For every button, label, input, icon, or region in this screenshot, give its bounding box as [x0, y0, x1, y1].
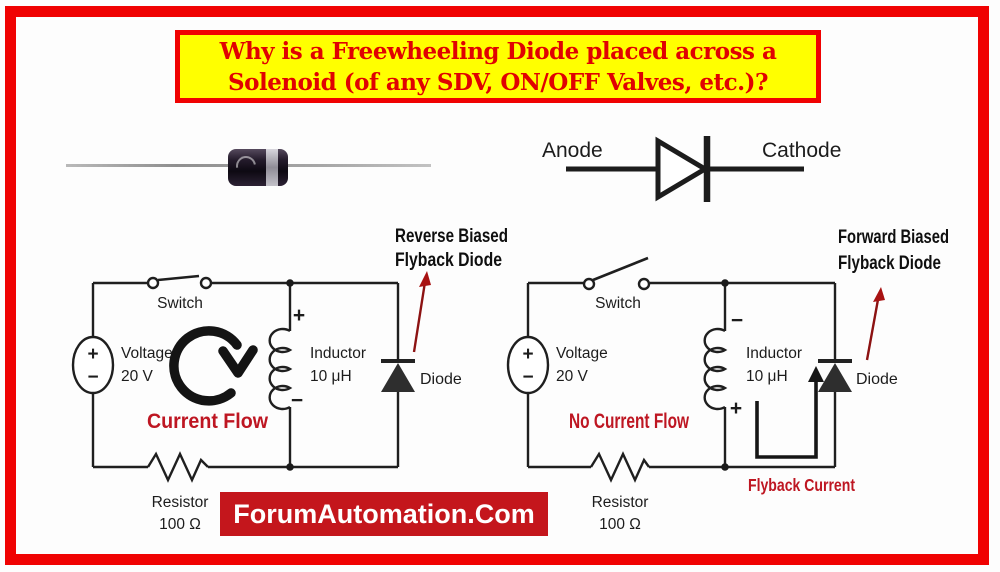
right-caption-line-2: Flyback Diode [838, 253, 941, 274]
left-inductor-name-label: Inductor [310, 345, 366, 362]
left-resistor-icon [146, 451, 209, 483]
diode-symbol: Anode Cathode [542, 136, 841, 202]
left-switch-contact-left [146, 276, 160, 290]
left-red-arrowhead-icon [419, 271, 431, 287]
right-inductor-value-label: 10 μH [746, 368, 788, 385]
left-circuit: + − Switch Voltage 20 V + − Inductor 10 … [71, 226, 508, 533]
right-switch-contact-right [637, 277, 651, 291]
left-inductor-top-sign: + [293, 304, 305, 327]
left-switch-label: Switch [157, 295, 203, 312]
right-inductor-name-label: Inductor [746, 345, 802, 362]
left-inductor-coil-icon [268, 327, 293, 411]
left-caption-line-1: Reverse Biased [395, 226, 508, 247]
left-flow-label: Current Flow [147, 410, 269, 433]
right-caption-line-1: Forward Biased [838, 227, 949, 248]
left-caption-line-2: Flyback Diode [395, 250, 502, 271]
right-voltage-source-icon [506, 335, 550, 395]
left-switch-contact-right [199, 276, 213, 290]
right-inductor-bottom-sign: + [730, 397, 742, 420]
left-red-arrow-line [412, 281, 427, 353]
left-voltage-source-icon [71, 335, 115, 395]
left-voltage-value-label: 20 V [121, 368, 154, 385]
left-circuit-wires [91, 281, 400, 469]
left-switch-arm-closed [157, 274, 200, 282]
right-flow-label: No Current Flow [569, 410, 689, 433]
left-source-minus-sign: − [87, 367, 98, 388]
left-junction-dot-top [286, 279, 294, 287]
right-resistor-name-label: Resistor [592, 494, 649, 511]
diode-triangle-icon [655, 136, 710, 202]
left-diode-triangle-icon [381, 363, 415, 392]
left-junction-dot-bottom [286, 463, 294, 471]
current-flow-arrowhead-icon [218, 345, 258, 378]
right-inductor-coil-icon [703, 327, 728, 411]
anode-label: Anode [542, 139, 603, 162]
right-circuit: + − Switch Voltage 20 V − + Inductor 10 … [506, 227, 949, 533]
right-source-plus-sign: + [522, 344, 533, 365]
left-inductor-value-label: 10 μH [310, 368, 352, 385]
right-switch-arm-open [592, 256, 649, 282]
left-voltage-name-label: Voltage [121, 345, 173, 362]
right-resistor-icon [589, 451, 650, 483]
flyback-current-path [755, 375, 818, 459]
right-junction-dot-bottom [721, 463, 729, 471]
left-inductor-bottom-sign: − [291, 389, 303, 412]
right-switch-label: Switch [595, 295, 641, 312]
left-resistor-name-label: Resistor [152, 494, 209, 511]
right-circuit-wires [526, 281, 837, 469]
right-voltage-name-label: Voltage [556, 345, 608, 362]
right-source-minus-sign: − [522, 367, 533, 388]
left-resistor-value-label: 100 Ω [159, 516, 201, 533]
title-line-1: Why is a Freewheeling Diode placed acros… [219, 38, 777, 65]
right-resistor-value-label: 100 Ω [599, 516, 641, 533]
current-flow-circular-arrow-icon [169, 326, 242, 406]
footer-watermark-text: ForumAutomation.Com [233, 499, 535, 529]
right-red-arrow-line [865, 293, 881, 361]
right-diode-label: Diode [856, 371, 898, 388]
right-inductor-top-sign: − [731, 309, 743, 332]
right-voltage-value-label: 20 V [556, 368, 589, 385]
diode-photo-cathode-band [266, 149, 278, 186]
right-red-arrowhead-icon [873, 287, 885, 302]
right-switch-contact-left [582, 277, 596, 291]
cathode-label: Cathode [762, 139, 841, 162]
diode-photo-body [228, 149, 288, 186]
left-diode-label: Diode [420, 371, 462, 388]
right-diode-triangle-icon [818, 363, 852, 392]
right-junction-dot-top [721, 279, 729, 287]
flyback-current-label: Flyback Current [748, 475, 855, 495]
title-line-2: Solenoid (of any SDV, ON/OFF Valves, etc… [228, 69, 768, 96]
footer-watermark-banner: ForumAutomation.Com [220, 492, 548, 536]
flyback-current-arrowhead-icon [808, 366, 824, 382]
left-source-plus-sign: + [87, 344, 98, 365]
title-banner: Why is a Freewheeling Diode placed acros… [175, 30, 821, 103]
